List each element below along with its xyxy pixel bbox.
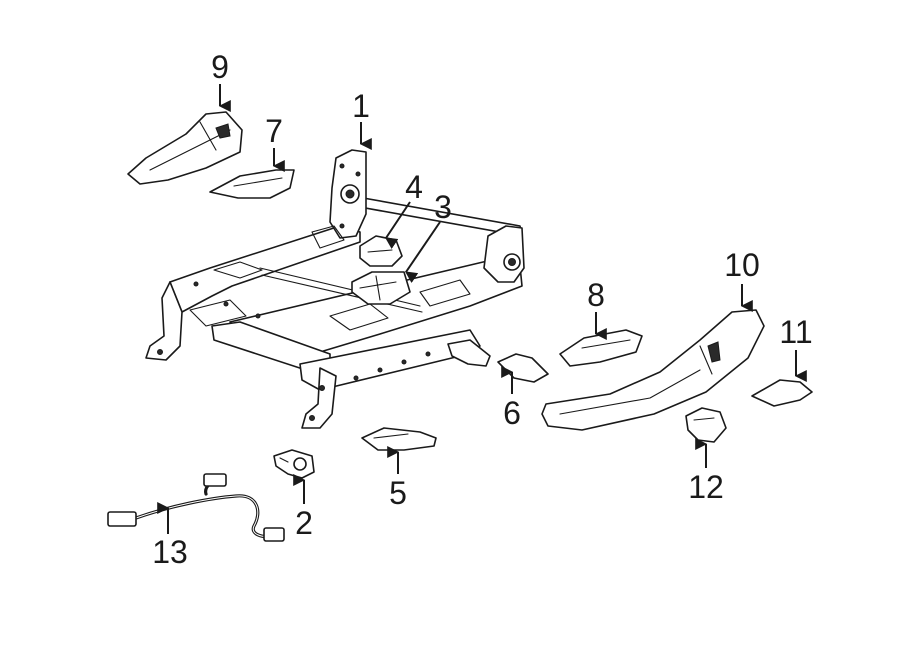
- callout-7: 7: [265, 113, 283, 149]
- callout-8: 8: [587, 277, 605, 313]
- callout-10: 10: [724, 247, 760, 283]
- part-5-plate: [361, 427, 437, 451]
- part-7-cover: [209, 169, 295, 199]
- callout-4: 4: [405, 169, 423, 205]
- callout-labels: 1 2 3 4 5 6 7 8 9 10 11 12 13: [152, 49, 812, 570]
- part-6-cap: [497, 353, 549, 383]
- callout-2: 2: [295, 505, 313, 541]
- part-13-wire-harness: [107, 473, 285, 542]
- callout-9: 9: [211, 49, 229, 85]
- callout-12: 12: [688, 469, 724, 505]
- callout-1: 1: [352, 88, 370, 124]
- part-8-cover: [559, 329, 643, 367]
- part-11-cover: [751, 379, 813, 407]
- part-9-shield: [127, 111, 243, 185]
- callout-13: 13: [152, 534, 188, 570]
- callout-11: 11: [779, 314, 812, 350]
- leader-3: [405, 221, 441, 284]
- part-2-actuator: [273, 449, 315, 479]
- callout-3: 3: [434, 189, 452, 225]
- leader-4: [385, 201, 411, 249]
- part-4-bracket: [359, 235, 403, 267]
- seat-frame-assembly: [145, 149, 525, 429]
- leader-lines: [157, 84, 807, 534]
- part-12-knob: [685, 407, 727, 443]
- part-10-shield: [541, 309, 765, 431]
- callout-6: 6: [503, 395, 521, 431]
- part-3-bracket: [351, 271, 411, 305]
- callout-5: 5: [389, 475, 407, 511]
